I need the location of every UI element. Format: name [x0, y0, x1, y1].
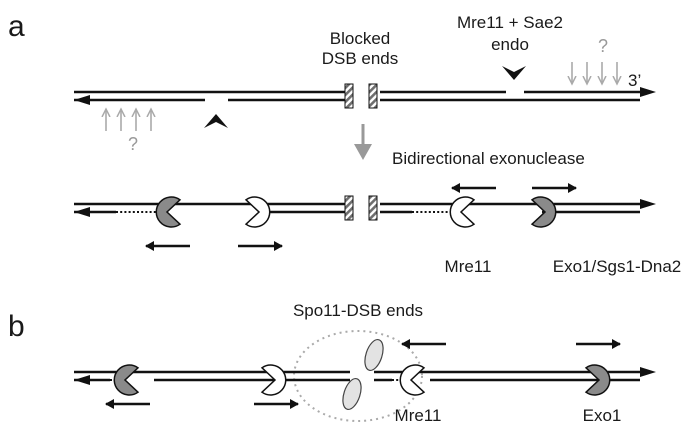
- question-mark-right: ?: [598, 36, 608, 56]
- question-arrows-right: [572, 62, 617, 83]
- endo-cut-arrowhead-left: [204, 114, 228, 128]
- blocked-label-line1: Blocked: [330, 29, 390, 48]
- overhang-tip-right: [640, 87, 656, 97]
- blocked-end-right-row2: [368, 195, 378, 221]
- exo1-sgs1-label: Exo1/Sgs1-Dna2: [553, 257, 682, 276]
- mre11-nuclease-right: [449, 196, 476, 228]
- exo1-label-b: Exo1: [583, 406, 622, 425]
- spo11-protein-top: [364, 338, 384, 372]
- exo1-nuclease-b-right: [584, 364, 611, 396]
- bidirectional-label: Bidirectional exonuclease: [392, 149, 585, 168]
- exo1-nuclease-left: [155, 196, 182, 228]
- dna-row-3: [74, 367, 656, 385]
- endo-label-line1: Mre11 + Sae2: [457, 13, 563, 32]
- exo1-nuclease-b-left: [113, 364, 140, 396]
- dna-row-2: [74, 199, 656, 217]
- blocked-end-left-row2: [344, 195, 354, 221]
- panel-b-letter: b: [8, 310, 25, 343]
- blocked-label-line2: DSB ends: [322, 49, 399, 68]
- process-arrow-head: [354, 144, 372, 160]
- dna-row-1: [74, 87, 656, 105]
- panel-a-letter: a: [8, 10, 25, 43]
- question-arrows-left: [106, 110, 151, 131]
- blocked-end-right: [368, 83, 378, 109]
- mre11-nuclease-b-right: [399, 364, 426, 396]
- spo11-label: Spo11-DSB ends: [293, 301, 423, 320]
- mre11-nuclease-b-left: [260, 364, 287, 396]
- blocked-end-left: [344, 83, 354, 109]
- spo11-protein-bottom: [342, 377, 362, 411]
- endo-label-line2: endo: [491, 35, 529, 54]
- mre11-label-a: Mre11: [445, 257, 492, 276]
- three-prime-label: 3’: [628, 71, 641, 90]
- mre11-nuclease-left: [244, 196, 271, 228]
- spo11-zoom-circle: [293, 330, 423, 422]
- mre11-label-b: Mre11: [395, 406, 442, 425]
- exo1-nuclease-right: [530, 196, 557, 228]
- endo-cut-arrowhead-right: [502, 66, 526, 80]
- question-mark-left: ?: [128, 134, 138, 154]
- overhang-tip-left: [74, 95, 90, 105]
